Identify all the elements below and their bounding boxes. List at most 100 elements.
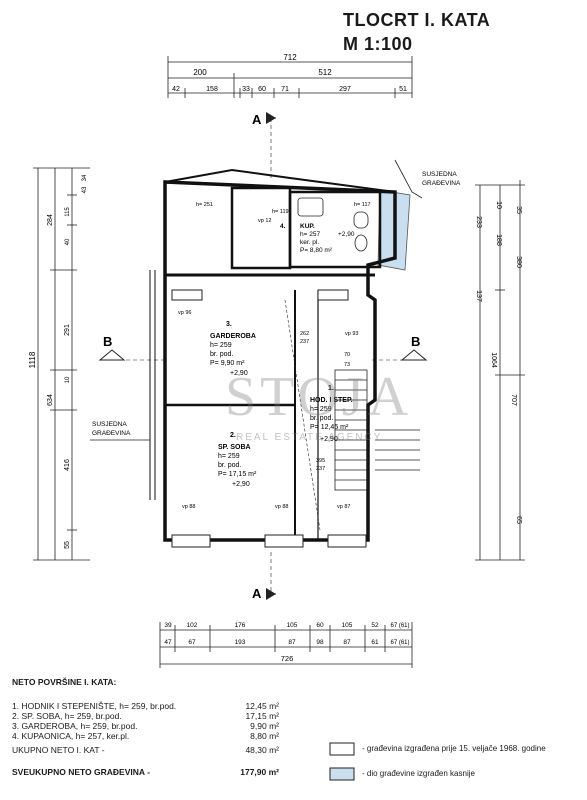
misc-annotations: vp 96 vp 88 vp 88 vp 87 vp 93 vp 12 h= 2…: [178, 202, 371, 510]
area-row: 2. SP. SOBA, h= 259, br.pod. 17,15 m²: [12, 711, 572, 721]
dim-top-158: 158: [206, 86, 218, 93]
room-garderoba-name: GARDEROBA: [210, 333, 256, 340]
dim-top-51: 51: [399, 86, 407, 93]
dim-top-33: 33: [242, 86, 250, 93]
dim-right-707: 707: [510, 394, 517, 406]
annot-73: 73: [344, 362, 350, 368]
annot-262: 262: [300, 331, 309, 337]
watermark: STOJA: [225, 366, 413, 428]
area-total-value: 177,90 m²: [240, 767, 279, 777]
dim-bottom-67c: 67 (61): [390, 640, 409, 646]
room-hodnik-h: h= 259: [310, 406, 332, 413]
dim-top-total: 712: [283, 53, 297, 62]
annot-vp12: vp 12: [258, 218, 271, 224]
room-kupaonica-level: +2,90: [338, 231, 355, 238]
room-hodnik-area: P= 12,45 m²: [310, 424, 349, 431]
room-hodnik: 1. HOD. I STEP. h= 259 br. pod. P= 12,45…: [310, 385, 353, 443]
annot-237-b: 237: [316, 466, 325, 472]
legend-box-new: [329, 767, 355, 781]
dim-bottom-52: 52: [371, 622, 379, 629]
annot-vp88-b: vp 88: [275, 504, 288, 510]
area-row: 4. KUPAONICA, h= 257, ker.pl. 8,80 m²: [12, 731, 572, 741]
neighbor-right-label-1: SUSJEDNA: [422, 171, 457, 178]
dim-right-10: 10: [495, 201, 502, 209]
dim-top-297: 297: [339, 86, 351, 93]
room-garderoba-floor: br. pod.: [210, 351, 233, 358]
dim-bottom-39: 39: [164, 622, 172, 629]
dim-bottom-98: 98: [316, 639, 324, 646]
plan-title-line1: TLOCRT I. KATA: [343, 10, 491, 30]
area-row-label: 2. SP. SOBA, h= 259, br.pod.: [12, 711, 122, 721]
annot-237-a: 237: [300, 339, 309, 345]
annot-395: 395: [316, 458, 325, 464]
area-row-value: 9,90 m²: [250, 721, 279, 731]
room-sp-soba-floor: br. pod.: [218, 462, 241, 469]
legend-text-new: - dio građevine izgrađen kasnije: [362, 769, 475, 778]
bathroom-fixtures: [297, 197, 369, 252]
room-sp-soba-h: h= 259: [218, 453, 240, 460]
dim-right-380: 380: [515, 256, 522, 268]
area-table-heading: NETO POVRŠINE I. KATA:: [12, 677, 117, 687]
dim-bottom-47: 47: [164, 639, 172, 646]
room-kupaonica: 4. KUP. h= 257 ker. pl. P= 8,80 m² +2,90: [280, 223, 355, 254]
room-kupaonica-h: h= 257: [300, 231, 320, 238]
area-total: SVEUKUPNO NETO GRAĐEVINA - 177,90 m²: [12, 767, 572, 777]
area-row-label: 3. GARDEROBA, h= 259, br.pod.: [12, 721, 138, 731]
dim-left-43: 43: [82, 186, 88, 193]
neighbor-left-label-1: SUSJEDNA: [92, 421, 127, 428]
room-kupaonica-floor: ker. pl.: [300, 239, 319, 246]
area-row-value: 8,80 m²: [250, 731, 279, 741]
room-hodnik-floor: br. pod.: [310, 415, 333, 422]
area-subtotal: UKUPNO NETO I. KAT - 48,30 m²: [12, 745, 572, 755]
right-dimension-lines: [475, 180, 525, 561]
room-garderoba-area: P= 9,90 m²: [210, 360, 245, 367]
dim-bottom-102: 102: [187, 622, 198, 629]
dim-top-200: 200: [193, 68, 207, 77]
neighbor-left-label-2: GRAĐEVINA: [92, 430, 131, 437]
dim-top-42: 42: [172, 86, 180, 93]
room-sp-soba-num: 2.: [230, 432, 236, 439]
room-kupaonica-name: KUP.: [300, 223, 315, 230]
dim-left-416: 416: [64, 459, 71, 471]
section-marker-a-bottom: [266, 552, 276, 600]
room-sp-soba-name: SP. SOBA: [218, 444, 251, 451]
neighbor-right-wall: [394, 159, 423, 199]
room-sp-soba: 2. SP. SOBA h= 259 br. pod. P= 17,15 m² …: [218, 432, 257, 488]
dim-bottom-67b: 67: [188, 639, 196, 646]
area-row-label: 4. KUPAONICA, h= 257, ker.pl.: [12, 731, 130, 741]
dim-right-233: 233: [475, 216, 482, 228]
dim-left-634: 634: [47, 394, 54, 406]
dim-right-35: 35: [515, 206, 522, 214]
dim-left-34: 34: [82, 174, 88, 181]
annot-vp96: vp 96: [178, 310, 191, 316]
area-row-value: 12,45 m²: [245, 701, 279, 711]
dim-bottom-105b: 105: [342, 622, 353, 629]
room-garderoba-h: h= 259: [210, 342, 232, 349]
staircase: [334, 369, 420, 491]
room-sp-soba-area: P= 17,15 m²: [218, 471, 257, 478]
annot-h117: h= 117: [354, 202, 371, 208]
plan-title: TLOCRT I. KATA M 1:100: [343, 10, 490, 55]
area-row-label: 1. HODNIK I STEPENIŠTE, h= 259, br.pod.: [12, 701, 177, 711]
room-kupaonica-area: P= 8,80 m²: [300, 247, 333, 254]
section-label-b-right: B: [411, 334, 420, 349]
corridor-line: [284, 299, 321, 531]
plan-title-scale: M 1:100: [343, 34, 413, 54]
legend-box-old: [329, 742, 355, 756]
area-row: 1. HODNIK I STEPENIŠTE, h= 259, br.pod. …: [12, 701, 572, 711]
dim-bottom-87a: 87: [288, 639, 296, 646]
dim-top-512: 512: [318, 68, 332, 77]
top-dimension-lines: [167, 56, 413, 98]
area-row-value: 17,15 m²: [245, 711, 279, 721]
area-table: NETO POVRŠINE I. KATA: 1. HODNIK I STEPE…: [12, 677, 572, 777]
area-total-label: SVEUKUPNO NETO GRAĐEVINA -: [12, 767, 150, 777]
room-kupaonica-num: 4.: [280, 223, 286, 230]
annot-h119: h= 119: [272, 209, 289, 215]
dim-bottom-105a: 105: [287, 622, 298, 629]
dim-left-10: 10: [65, 376, 71, 383]
section-label-a-bottom: A: [252, 586, 262, 601]
dim-left-1118: 1118: [28, 351, 37, 368]
section-marker-b-right: [372, 349, 428, 361]
area-subtotal-value: 48,30 m²: [245, 745, 279, 755]
